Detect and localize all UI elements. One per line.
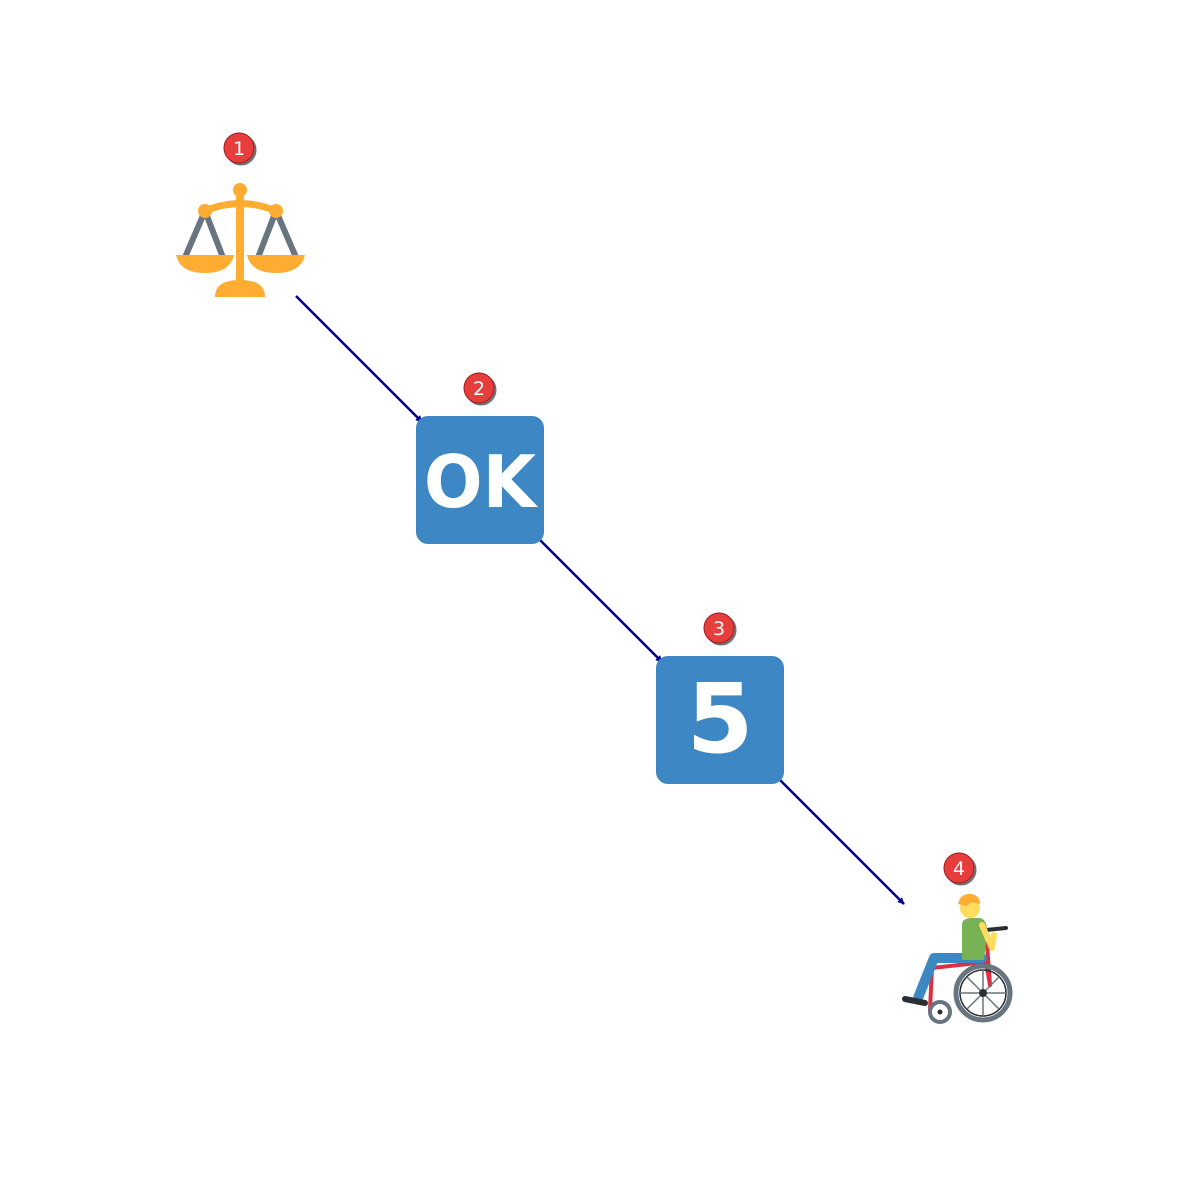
edges: [295, 295, 905, 905]
edge-3-4: [779, 779, 905, 905]
node-1[interactable]: 1: [176, 132, 305, 297]
ok-button-icon: OK: [416, 416, 544, 544]
node-badge-label-2: 2: [473, 378, 485, 400]
node-2[interactable]: OK 2: [416, 372, 544, 544]
node-4[interactable]: 4: [902, 852, 1013, 1024]
node-badge-1: [223, 132, 255, 164]
keycap-five-label: 5: [687, 663, 754, 775]
node-badge-label-4: 4: [953, 858, 965, 880]
node-badge-2: [463, 372, 495, 404]
balance-scale-icon: [176, 183, 305, 297]
ok-button-label: OK: [424, 440, 538, 524]
person-in-wheelchair-icon: [902, 893, 1013, 1024]
node-badge-3: [703, 612, 735, 644]
node-3[interactable]: 5 3: [656, 612, 784, 784]
node-badge-4: [943, 852, 975, 884]
keycap-five-icon: 5: [656, 656, 784, 784]
node-badge-label-3: 3: [713, 618, 725, 640]
edge-2-3: [537, 537, 663, 663]
edge-1-2: [295, 295, 423, 423]
node-badge-label-1: 1: [233, 138, 245, 160]
